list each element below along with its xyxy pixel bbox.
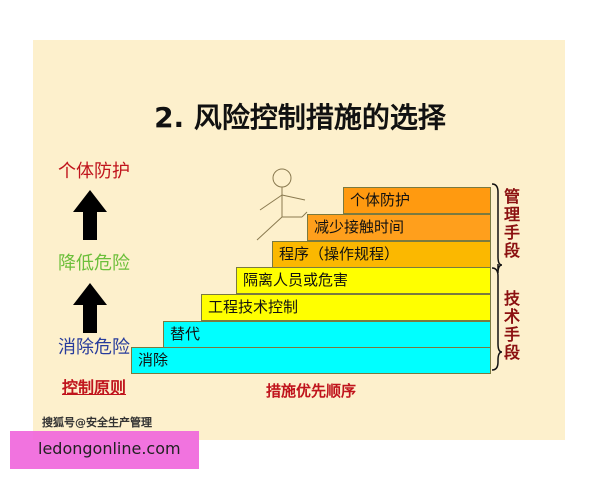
principles-caption: 控制原则 (62, 378, 127, 397)
group-brackets (491, 183, 503, 371)
step-1: 消除 (131, 347, 491, 374)
principle-personal-protection: 个体防护 (58, 161, 130, 182)
step-2: 替代 (163, 321, 491, 348)
steps-caption: 措施优先顺序 (266, 382, 357, 400)
slide-title: 2. 风险控制措施的选择 (154, 101, 446, 134)
banner-text: ledongonline.com (38, 439, 181, 458)
principle-reduce-hazard: 降低危险 (58, 253, 130, 274)
step-6: 减少接触时间 (307, 214, 491, 241)
site-banner: ledongonline.com (10, 431, 199, 469)
step-5: 程序（操作规程） (272, 241, 491, 268)
step-4: 隔离人员或危害 (236, 267, 491, 294)
stick-figure-icon (256, 168, 308, 241)
watermark: 搜狐号@安全生产管理 (42, 416, 152, 429)
step-3: 工程技术控制 (201, 294, 491, 321)
step-7: 个体防护 (343, 187, 491, 214)
arrow-up-icon (73, 283, 107, 333)
principle-eliminate-hazard: 消除危险 (58, 337, 130, 358)
arrow-up-icon (73, 190, 107, 240)
group-label-management: 管理手段 (504, 187, 521, 260)
group-label-technical: 技术手段 (504, 289, 521, 362)
